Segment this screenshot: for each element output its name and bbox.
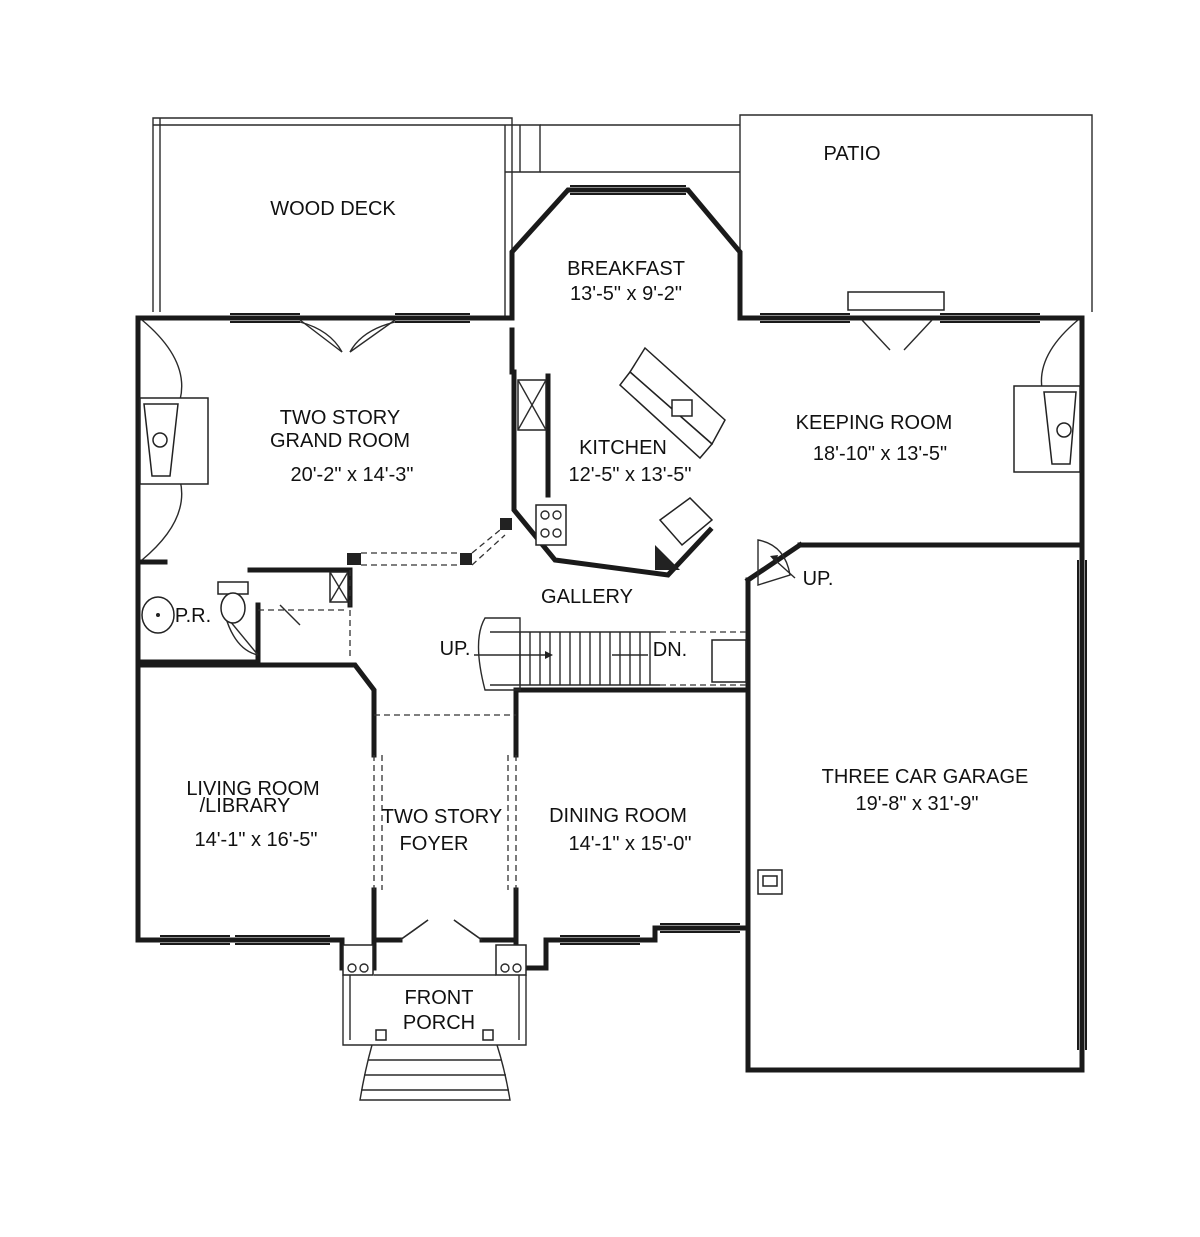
wood-deck	[152, 117, 513, 318]
living-room-label-line1: LIVING ROOM	[186, 778, 319, 800]
opening-lines	[258, 529, 517, 890]
keeping-room-fireplace	[1013, 385, 1081, 473]
exterior-walls	[135, 187, 1085, 1073]
wood-deck-label: WOOD DECK	[270, 198, 396, 220]
stair-down-label: DN.	[653, 639, 687, 661]
keeping-room-label: KEEPING ROOM	[796, 412, 953, 434]
kitchen-island	[618, 346, 726, 460]
cooktop	[535, 504, 567, 546]
powder-room-sink	[141, 596, 175, 634]
foyer-label-line2: FOYER	[400, 833, 469, 855]
keeping-room-french-door	[847, 291, 945, 351]
garage-label: THREE CAR GARAGE	[822, 766, 1029, 788]
closet	[329, 571, 349, 603]
grand-room-french-door	[299, 319, 396, 353]
garage-stair-up-label: UP.	[803, 568, 834, 590]
powder-room-label: P.R.	[175, 605, 211, 627]
toilet	[217, 581, 249, 624]
interior-walls	[135, 327, 1085, 943]
garage-stair	[757, 539, 796, 586]
breakfast-size: 13'-5" x 9'-2"	[570, 283, 682, 305]
living-room-label-line2: /LIBRARY	[200, 795, 291, 817]
living-room-size: 14'-1" x 16'-5"	[194, 829, 317, 851]
refrigerator	[517, 379, 547, 431]
front-porch	[342, 944, 527, 1046]
front-steps	[359, 1044, 511, 1101]
keeping-room-size: 18'-10" x 13'-5"	[813, 443, 947, 465]
front-porch-label-line2: PORCH	[403, 1012, 475, 1034]
kitchen-size: 12'-5" x 13'-5"	[568, 464, 691, 486]
grand-room-label-line2: GRAND ROOM	[270, 430, 410, 452]
front-porch-label-line1: FRONT	[405, 987, 474, 1009]
front-french-door	[399, 919, 483, 941]
garage-size: 19'-8" x 31'-9"	[855, 793, 978, 815]
foyer-label-line1: TWO STORY	[382, 806, 502, 828]
dining-room-label: DINING ROOM	[549, 805, 687, 827]
windows	[160, 185, 1087, 1050]
stair-treads	[519, 632, 651, 685]
gallery-label: GALLERY	[541, 586, 633, 608]
grand-room-size: 20'-2" x 14'-3"	[290, 464, 413, 486]
dining-room-size: 14'-1" x 15'-0"	[568, 833, 691, 855]
grand-room-fireplace	[139, 397, 209, 485]
grand-room-label-line1: TWO STORY	[280, 407, 400, 429]
kitchen-label: KITCHEN	[579, 437, 667, 459]
patio-label: PATIO	[823, 143, 880, 165]
breakfast-label: BREAKFAST	[567, 258, 685, 280]
patio	[739, 114, 1093, 312]
main-staircase	[474, 617, 748, 691]
garage-utility-sink	[757, 869, 783, 895]
stair-up-label: UP.	[440, 638, 471, 660]
pantry-cabinets	[655, 497, 714, 570]
deck-railing-upper	[505, 124, 740, 173]
